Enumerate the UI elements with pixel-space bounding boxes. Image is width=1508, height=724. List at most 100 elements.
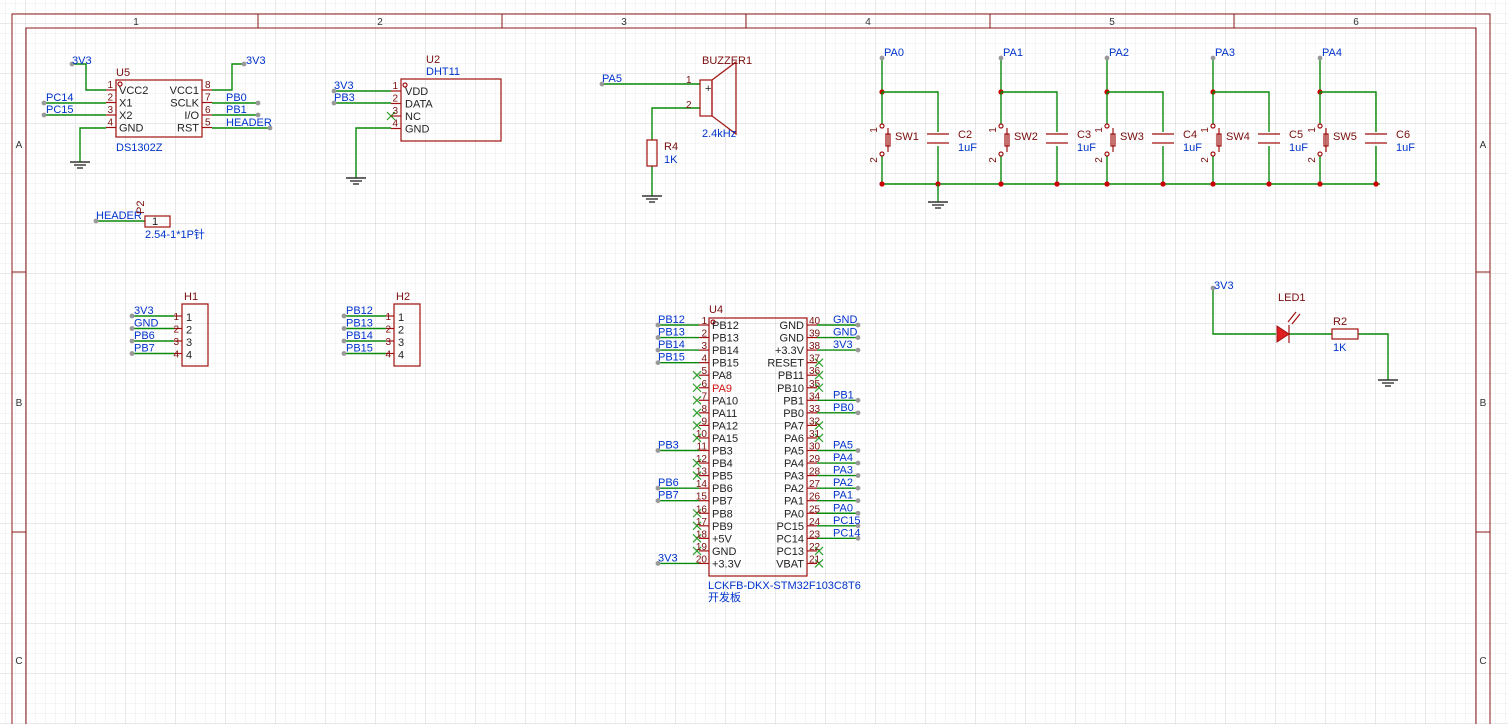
sw-body[interactable] [1110, 133, 1116, 147]
no-connect-mark [692, 533, 702, 543]
r4-value: 1K [664, 154, 678, 166]
h1-pin-number: 1 [173, 312, 179, 323]
u5-pin-name: VCC1 [170, 85, 199, 97]
sw-body[interactable] [1004, 133, 1010, 147]
net-endpoint [69, 61, 75, 67]
buzzer-horn [711, 60, 737, 136]
h2-pin-name: 4 [398, 350, 404, 362]
net-label: PB7 [134, 343, 155, 355]
u4-pin-name: PB13 [712, 333, 739, 345]
cap-value: 1uF [1183, 142, 1202, 154]
net-endpoint [655, 347, 661, 353]
buzzer-ref: BUZZER1 [702, 55, 752, 67]
sw-body[interactable] [885, 133, 891, 147]
net-label-3v3: 3V3 [246, 55, 266, 67]
u4-pin-number: 22 [809, 542, 821, 553]
u4-pin-number: 10 [696, 429, 708, 440]
switch-ref: SW2 [1014, 131, 1038, 143]
led-arrow [1287, 311, 1297, 323]
u4-pin-name: PA2 [784, 483, 804, 495]
u4-pin-name: +5V [712, 533, 733, 545]
led-body[interactable] [1276, 325, 1290, 343]
wire [1320, 91, 1377, 132]
u4-pin-name: +3.3V [712, 558, 742, 570]
u2-pin-name: GND [405, 124, 430, 136]
u4-pin-number: 19 [696, 542, 708, 553]
r4-body[interactable] [646, 139, 658, 167]
net-label-3v3: 3V3 [334, 80, 354, 92]
wire [72, 63, 106, 91]
u2-body[interactable] [400, 78, 502, 142]
net-label: PA0 [833, 502, 853, 514]
u4-pin-number: 5 [701, 366, 707, 377]
u4-body[interactable] [708, 317, 808, 577]
u4-pin-number: 31 [809, 429, 821, 440]
u4-pin-name: PC13 [776, 546, 804, 558]
switch-contact [879, 123, 885, 129]
h1-body[interactable] [181, 303, 209, 367]
net-label: PA2 [833, 477, 853, 489]
net-label-pa: PA0 [884, 47, 904, 59]
u4-pin-name: PC14 [776, 533, 804, 545]
net-endpoint [655, 322, 661, 328]
sw-body[interactable] [1216, 133, 1222, 147]
switch-pin-number: 1 [869, 127, 880, 133]
column-label: 5 [1109, 17, 1115, 28]
net-endpoint [341, 351, 347, 356]
h2-body[interactable] [393, 303, 421, 367]
r2-body[interactable] [1331, 328, 1359, 340]
no-connect-mark [692, 395, 702, 405]
row-label: C [1479, 656, 1486, 667]
switch-ref: SW3 [1120, 131, 1144, 143]
u2-value: DHT11 [426, 66, 460, 78]
u4-pin-number: 15 [696, 492, 708, 503]
h2-pin-number: 2 [385, 325, 391, 336]
switch-contact [1104, 123, 1110, 129]
switch-pin-number: 1 [1094, 127, 1105, 133]
junction-dot [998, 181, 1004, 187]
buzzer-pin-number: 2 [686, 100, 692, 111]
no-connect-mark [814, 383, 824, 393]
u2-ref: U2 [426, 54, 440, 66]
switch-pin-number: 1 [1200, 127, 1211, 133]
sw-body[interactable] [1323, 133, 1329, 147]
u4-pin-name: PB7 [712, 496, 733, 508]
net-label: PC14 [833, 527, 861, 539]
u2-pin-name: NC [405, 111, 421, 123]
net-endpoint [129, 326, 135, 331]
p2-body[interactable] [144, 215, 171, 228]
cap-ref: C6 [1396, 129, 1410, 141]
switch-contact [1210, 123, 1216, 129]
net-label: PB7 [658, 490, 679, 502]
net-endpoint [855, 335, 861, 340]
u5-body[interactable] [115, 79, 203, 138]
net-label-pc14: PC14 [46, 92, 74, 104]
net-label: PB6 [134, 330, 155, 342]
net-label: PB13 [658, 327, 685, 339]
no-connect-mark [814, 559, 824, 568]
net-endpoint [655, 360, 661, 366]
junction-dot [1160, 181, 1166, 187]
ground-symbol [70, 156, 90, 169]
u5-pin-name: SCLK [170, 98, 199, 110]
net-label-pa: PA4 [1322, 47, 1342, 59]
u4-pin-name: GND [780, 333, 805, 345]
u4-pin-number: 2 [701, 329, 707, 340]
u2-pin-number: 1 [392, 81, 398, 92]
u4-pin-name: VBAT [776, 558, 804, 570]
u4-pin-number: 13 [696, 467, 708, 478]
net-label: PB1 [833, 389, 854, 401]
net-label: 3V3 [833, 339, 853, 351]
net-endpoint [1317, 55, 1323, 61]
u4-pin-name: GND [712, 546, 737, 558]
column-label: 2 [377, 17, 383, 28]
net-label: GND [833, 314, 858, 326]
net-label: PB12 [346, 305, 373, 317]
junction-dot [879, 181, 885, 187]
u5-pin-name: RST [177, 123, 199, 135]
net-endpoint [255, 112, 261, 118]
u4-pin-name: PB4 [712, 458, 733, 470]
u4-pin-number: 6 [701, 379, 707, 390]
net-label: PA4 [833, 452, 853, 464]
